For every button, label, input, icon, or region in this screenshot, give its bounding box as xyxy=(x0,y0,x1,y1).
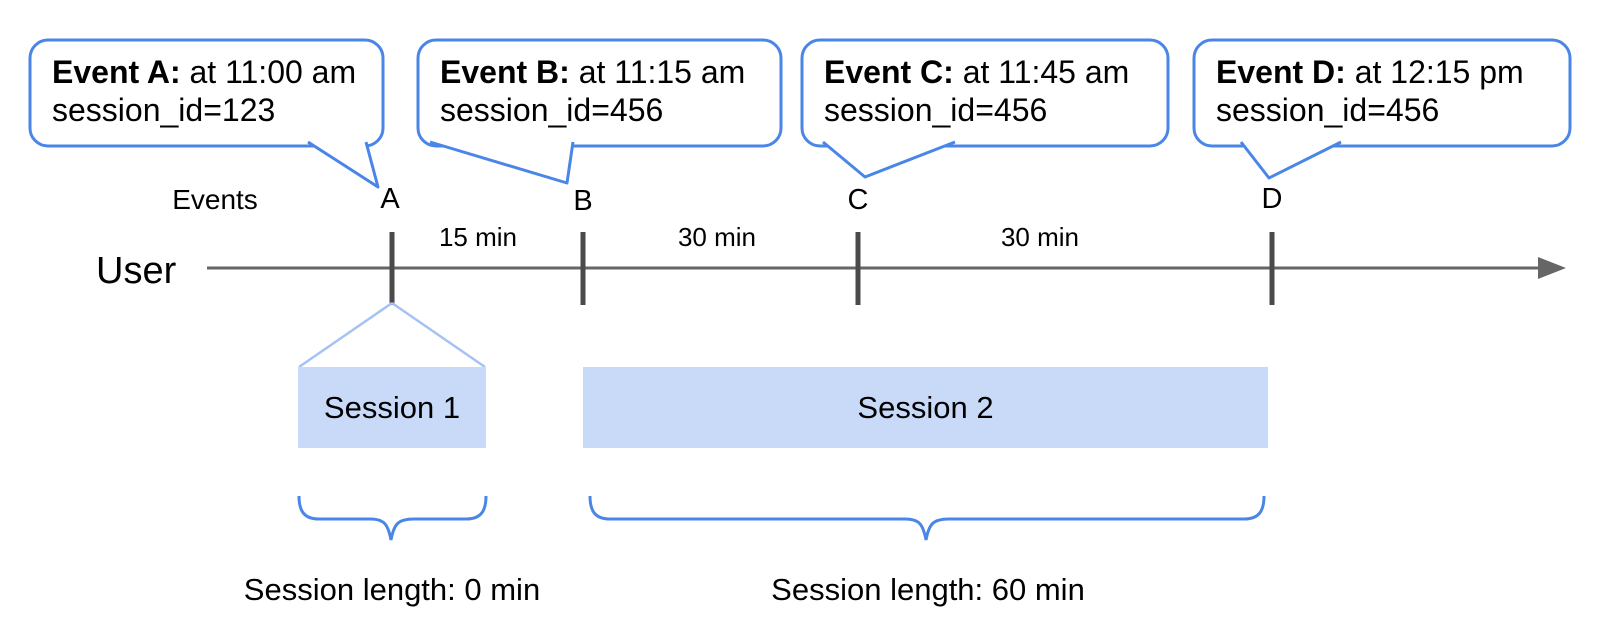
brace-session-1 xyxy=(297,495,488,541)
bubble-a-session-id: session_id=123 xyxy=(52,92,276,128)
session-1-label: Session 1 xyxy=(323,389,461,425)
session-1-length-label: Session length: 0 min xyxy=(243,572,541,607)
bubble-c-line-1: Event C: at 11:45 am xyxy=(824,53,1129,91)
funnel-left-line xyxy=(298,301,393,369)
bubble-d-line-1: Event D: at 12:15 pm xyxy=(1216,53,1524,91)
events-row-label: Events xyxy=(172,184,258,215)
event-marker-b: B xyxy=(573,185,593,217)
bubble-c-time: at 11:45 am xyxy=(953,54,1130,90)
speech-bubble-c-shape xyxy=(800,38,1170,148)
funnel-right-line xyxy=(391,301,486,369)
bubble-b-line-1: Event B: at 11:15 am xyxy=(440,53,745,91)
speech-bubble-d-text: Event D: at 12:15 pm session_id=456 xyxy=(1216,53,1524,129)
speech-bubble-d-shape xyxy=(1192,38,1572,148)
speech-bubble-a-tail xyxy=(307,140,380,189)
speech-bubble-c-text: Event C: at 11:45 am session_id=456 xyxy=(824,53,1129,129)
event-marker-c: C xyxy=(847,184,869,216)
interval-label-c-d: 30 min xyxy=(1000,222,1080,252)
bubble-d-title: Event D: xyxy=(1216,54,1346,90)
session-2-bar: Session 2 xyxy=(583,367,1268,448)
speech-bubble-d-tail xyxy=(1239,140,1342,180)
session-2-length-label: Session length: 60 min xyxy=(771,572,1085,607)
bubble-d-time: at 12:15 pm xyxy=(1345,54,1524,90)
bubble-c-session-id: session_id=456 xyxy=(824,92,1048,128)
bubble-a-title: Event A: xyxy=(52,54,181,90)
bubble-c-title: Event C: xyxy=(824,54,954,90)
bubble-b-session-id: session_id=456 xyxy=(440,92,664,128)
user-axis-label: User xyxy=(96,250,177,292)
bubble-b-title: Event B: xyxy=(440,54,570,90)
event-marker-d: D xyxy=(1261,183,1283,215)
speech-bubble-b-tail xyxy=(429,140,575,185)
brace-session-2 xyxy=(588,495,1266,541)
session-2-label: Session 2 xyxy=(857,389,994,425)
bubble-a-line-1: Event A: at 11:00 am xyxy=(52,53,356,91)
event-marker-a: A xyxy=(380,183,400,215)
bubble-a-time: at 11:00 am xyxy=(180,54,357,90)
speech-bubble-a-text: Event A: at 11:00 am session_id=123 xyxy=(52,53,356,129)
bubble-b-time: at 11:15 am xyxy=(569,54,746,90)
bubble-d-session-id: session_id=456 xyxy=(1216,92,1440,128)
session-1-bar: Session 1 xyxy=(298,367,486,448)
speech-bubble-a-shape xyxy=(28,38,385,148)
interval-label-b-c: 30 min xyxy=(677,222,757,252)
timeline-arrowhead-icon xyxy=(1538,257,1566,279)
speech-bubble-b-shape xyxy=(416,38,783,148)
speech-bubble-c-tail xyxy=(822,140,956,179)
interval-label-a-b: 15 min xyxy=(438,222,518,252)
speech-bubble-b-text: Event B: at 11:15 am session_id=456 xyxy=(440,53,745,129)
